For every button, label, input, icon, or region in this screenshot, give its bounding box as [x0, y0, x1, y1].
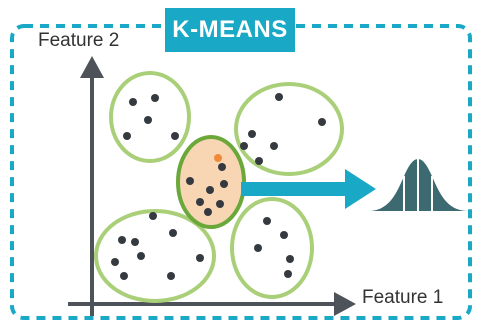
- bell-curve-icon: [368, 159, 468, 211]
- y-axis-arrowhead: [80, 56, 104, 78]
- data-point: [275, 93, 283, 101]
- data-point: [263, 217, 271, 225]
- data-point: [111, 258, 119, 266]
- x-axis-label: Feature 1: [362, 287, 444, 308]
- data-point: [123, 132, 131, 140]
- cluster-top-right: [234, 82, 344, 176]
- data-point: [240, 142, 248, 150]
- data-point: [167, 272, 175, 280]
- cluster-bottom-right: [230, 197, 314, 299]
- cluster-bottom-left: [94, 209, 216, 303]
- diagram-title: K-MEANS: [165, 8, 295, 52]
- data-point: [171, 132, 179, 140]
- data-point: [270, 142, 278, 150]
- right-arrow-icon: [241, 169, 376, 209]
- data-point: [218, 163, 226, 171]
- data-point: [169, 229, 177, 237]
- data-point: [151, 94, 159, 102]
- data-point-highlight: [214, 154, 222, 162]
- data-point: [129, 98, 137, 106]
- data-point: [220, 180, 228, 188]
- data-point: [254, 244, 262, 252]
- data-point: [131, 238, 139, 246]
- data-point: [204, 208, 212, 216]
- y-axis-label: Feature 2: [38, 30, 120, 51]
- cluster-top-left: [109, 71, 191, 163]
- data-point: [318, 118, 326, 126]
- data-point: [144, 116, 152, 124]
- data-point: [149, 212, 157, 220]
- data-point: [206, 186, 214, 194]
- data-point: [284, 270, 292, 278]
- data-point: [120, 272, 128, 280]
- data-point: [280, 231, 288, 239]
- data-points: [111, 93, 326, 280]
- data-point: [186, 177, 194, 185]
- data-point: [118, 236, 126, 244]
- data-point: [255, 157, 263, 165]
- data-point: [137, 252, 145, 260]
- data-point: [196, 198, 204, 206]
- data-point: [216, 200, 224, 208]
- data-point: [286, 255, 294, 263]
- data-point: [196, 254, 204, 262]
- data-point: [248, 130, 256, 138]
- x-axis-arrowhead: [334, 292, 356, 316]
